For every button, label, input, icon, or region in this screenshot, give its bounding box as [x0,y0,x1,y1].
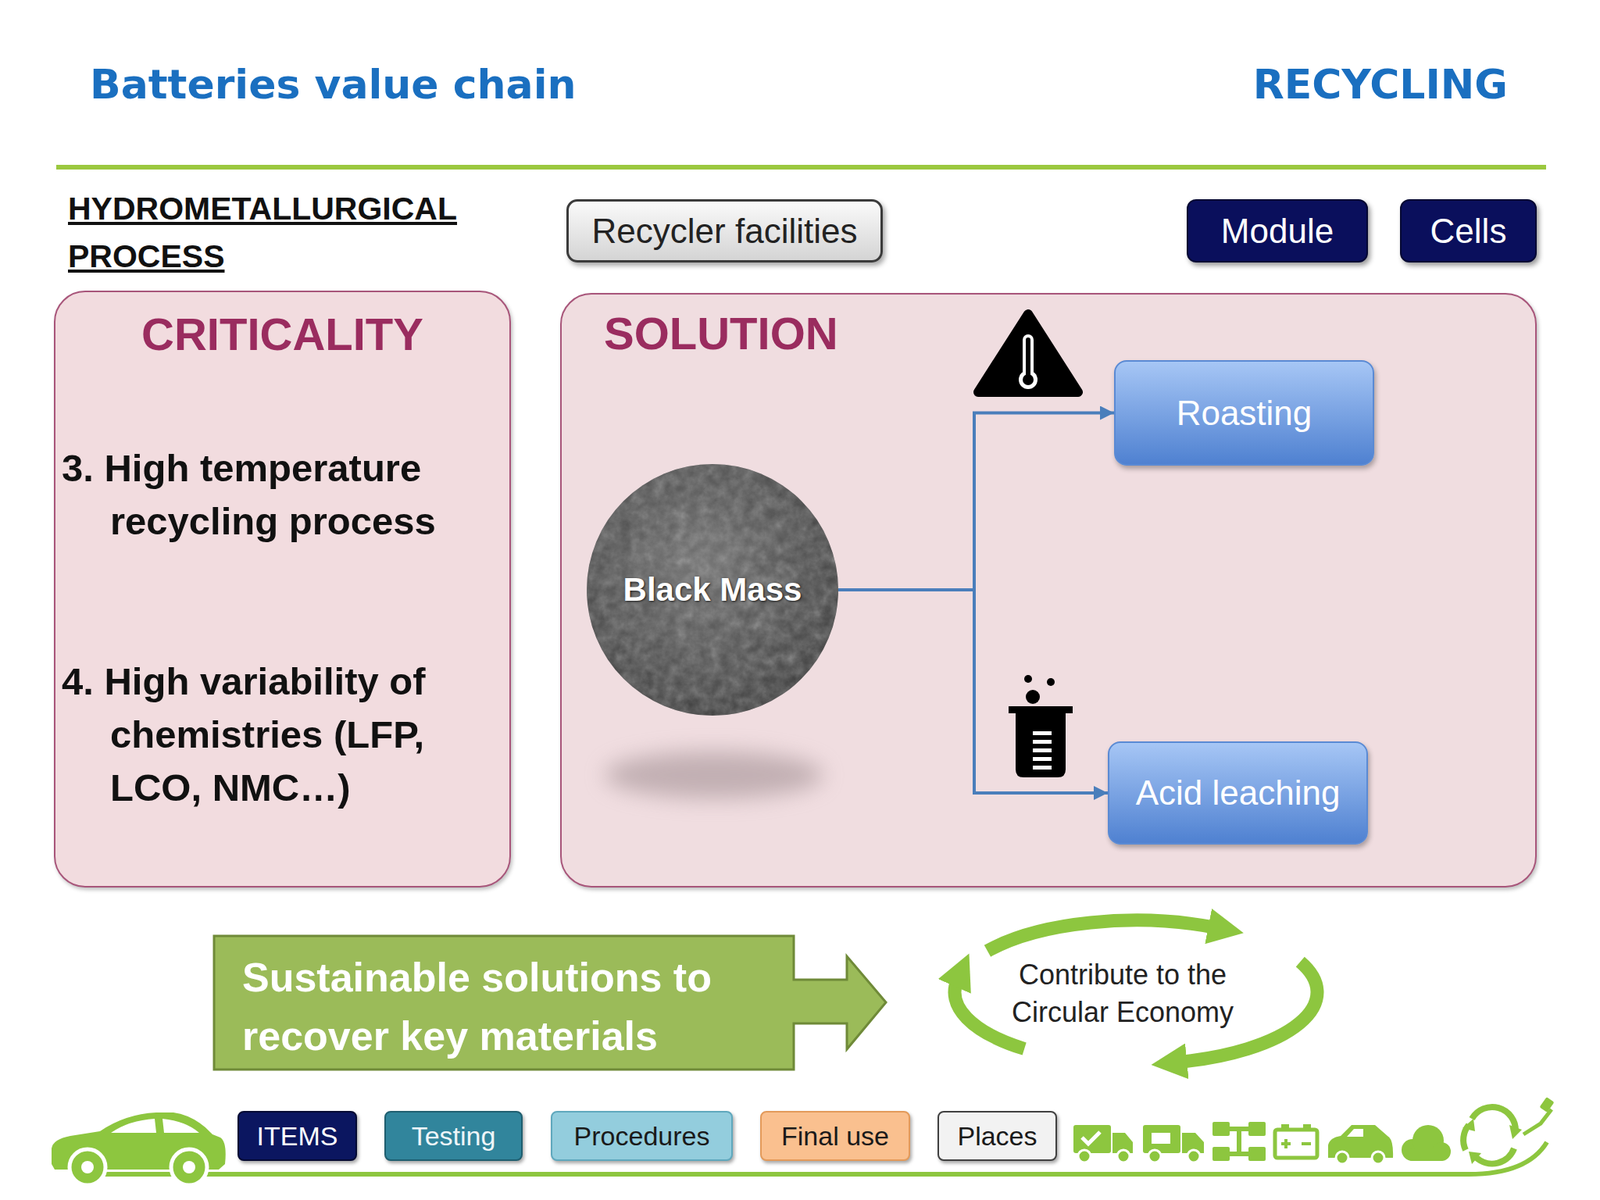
flow-arrow [838,413,1115,591]
category-tag: ITEMS [237,1110,358,1161]
criticality-panel: CRITICALITY 3. High temperature recycling… [53,290,511,888]
process-name: HYDROMETALLURGICAL PROCESS [67,185,475,281]
slide-title: Batteries value chain [89,54,872,115]
tag-label: Procedures [574,1121,711,1152]
tag-label: Testing [411,1121,497,1152]
car-illustration [51,1112,226,1186]
tag-label: Places [957,1121,1037,1152]
circle-label: Black Mass [623,571,803,609]
header-rule [56,164,1547,170]
solution-panel: SOLUTION Black Mass RoastingAcid leaching [560,292,1537,888]
tag-label: Module [1221,211,1334,251]
cycle-badge-outline [907,906,1338,1082]
tag-label: Cells [1430,211,1508,251]
lifecycle-icons [1073,1096,1555,1165]
tag-label: Final use [781,1121,890,1152]
box-label: Roasting [1176,393,1313,433]
material-circle: Black Mass [586,464,839,716]
facility-box: Recycler facilities [566,199,883,263]
scope-tag: Cells [1400,199,1537,263]
criticality-item: 4. High variability of chemistries (LFP,… [61,654,484,815]
process-box: Roasting [1114,360,1375,466]
cycle-badge: Contribute to the Circular Economy [907,906,1338,1082]
cycle-label: Contribute to the Circular Economy [1005,956,1240,1032]
category-tag: Final use [760,1110,911,1161]
process-box: Acid leaching [1107,741,1368,845]
category-tag: Places [937,1110,1058,1161]
panel-heading: CRITICALITY [55,307,510,361]
section-title: RECYCLING [1039,54,1508,115]
flow-arrow [838,589,1108,793]
scope-tag: Module [1186,199,1368,263]
box-label: Acid leaching [1135,773,1341,813]
tag-label: ITEMS [257,1121,339,1152]
category-tag: Testing [384,1110,523,1161]
arrow-label: Sustainable solutions to recover key mat… [242,948,790,1066]
criticality-item: 3. High temperature recycling process [61,441,484,548]
box-label: Recycler facilities [592,211,858,251]
category-tag: Procedures [550,1110,733,1161]
panel-heading: SOLUTION [603,307,839,361]
block-arrow: Sustainable solutions to recover key mat… [214,935,886,1070]
